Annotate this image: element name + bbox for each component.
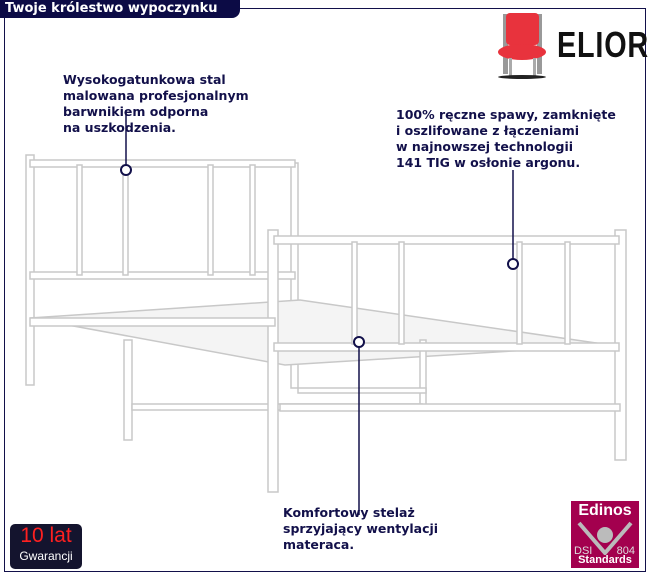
content-frame bbox=[4, 8, 646, 572]
warranty-label: Gwarancji bbox=[19, 549, 73, 563]
marker-steel bbox=[120, 164, 132, 176]
certificate-right: 804 bbox=[616, 545, 635, 557]
brand-logo: ELIOR bbox=[557, 24, 650, 65]
warranty-years: 10 lat bbox=[20, 524, 72, 547]
note-steel: Wysokogatunkowa stal malowana profesjona… bbox=[63, 72, 249, 135]
warranty-badge: 10 lat Gwarancji bbox=[10, 524, 82, 569]
certificate-left: DSI bbox=[574, 545, 593, 557]
marker-welds bbox=[507, 258, 519, 270]
note-welds: 100% ręczne spawy, zamknięte i oszlifowa… bbox=[396, 107, 616, 170]
certificate-check-icon bbox=[577, 521, 633, 555]
marker-frame bbox=[353, 336, 365, 348]
certificate-badge: Edinos DSI 804 Standards bbox=[571, 501, 639, 568]
header-title: Twoje królestwo wypoczynku bbox=[0, 0, 240, 18]
certificate-bottom: Standards bbox=[578, 554, 632, 566]
note-frame: Komfortowy stelaż sprzyjający wentylacji… bbox=[283, 505, 439, 552]
chair-logo-icon bbox=[498, 13, 546, 79]
certificate-title: Edinos bbox=[578, 502, 632, 519]
